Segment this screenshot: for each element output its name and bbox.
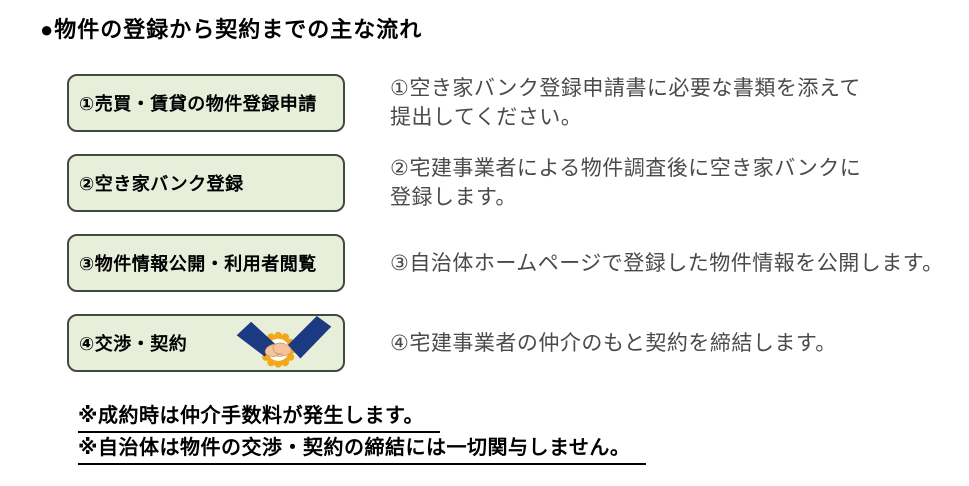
step-box-label: ③物件情報公開・利用者閲覧	[79, 254, 317, 274]
notes-block: ※成約時は仲介手数料が発生します。 ※自治体は物件の交渉・契約の締結には一切関与…	[78, 403, 647, 465]
note-commission: ※成約時は仲介手数料が発生します。	[78, 403, 440, 433]
step-box-registration-application: ①売買・賃貸の物件登録申請	[67, 74, 345, 132]
step-box-label: ④交渉・契約	[79, 334, 188, 354]
steps-list: ①売買・賃貸の物件登録申請 ①空き家バンク登録申請書に必要な書類を添えて 提出し…	[67, 74, 944, 372]
step-row-2: ②空き家バンク登録 ②宅建事業者による物件調査後に空き家バンクに 登録します。	[67, 154, 944, 212]
step-box-info-publication: ③物件情報公開・利用者閲覧	[67, 234, 345, 292]
step-description: ④宅建事業者の仲介のもと契約を締結します。	[390, 331, 837, 355]
step-row-4: ④交渉・契約	[67, 314, 944, 372]
step-description: ②宅建事業者による物件調査後に空き家バンクに 登録します。	[390, 157, 862, 209]
note-no-involvement: ※自治体は物件の交渉・契約の締結には一切関与しません。	[78, 435, 647, 465]
step-box-label: ①売買・賃貸の物件登録申請	[79, 94, 317, 114]
step-row-3: ③物件情報公開・利用者閲覧 ③自治体ホームページで登録した物件情報を公開します。	[67, 234, 944, 292]
step-box-bank-registration: ②空き家バンク登録	[67, 154, 345, 212]
step-box-negotiation-contract: ④交渉・契約	[67, 314, 345, 372]
step-row-1: ①売買・賃貸の物件登録申請 ①空き家バンク登録申請書に必要な書類を添えて 提出し…	[67, 74, 944, 132]
handshake-icon	[236, 316, 332, 368]
step-description: ③自治体ホームページで登録した物件情報を公開します。	[390, 251, 944, 275]
step-description: ①空き家バンク登録申請書に必要な書類を添えて 提出してください。	[390, 77, 861, 129]
step-box-label: ②空き家バンク登録	[79, 174, 244, 194]
page-title: ●物件の登録から契約までの主な流れ	[40, 17, 423, 42]
hands	[264, 342, 292, 357]
